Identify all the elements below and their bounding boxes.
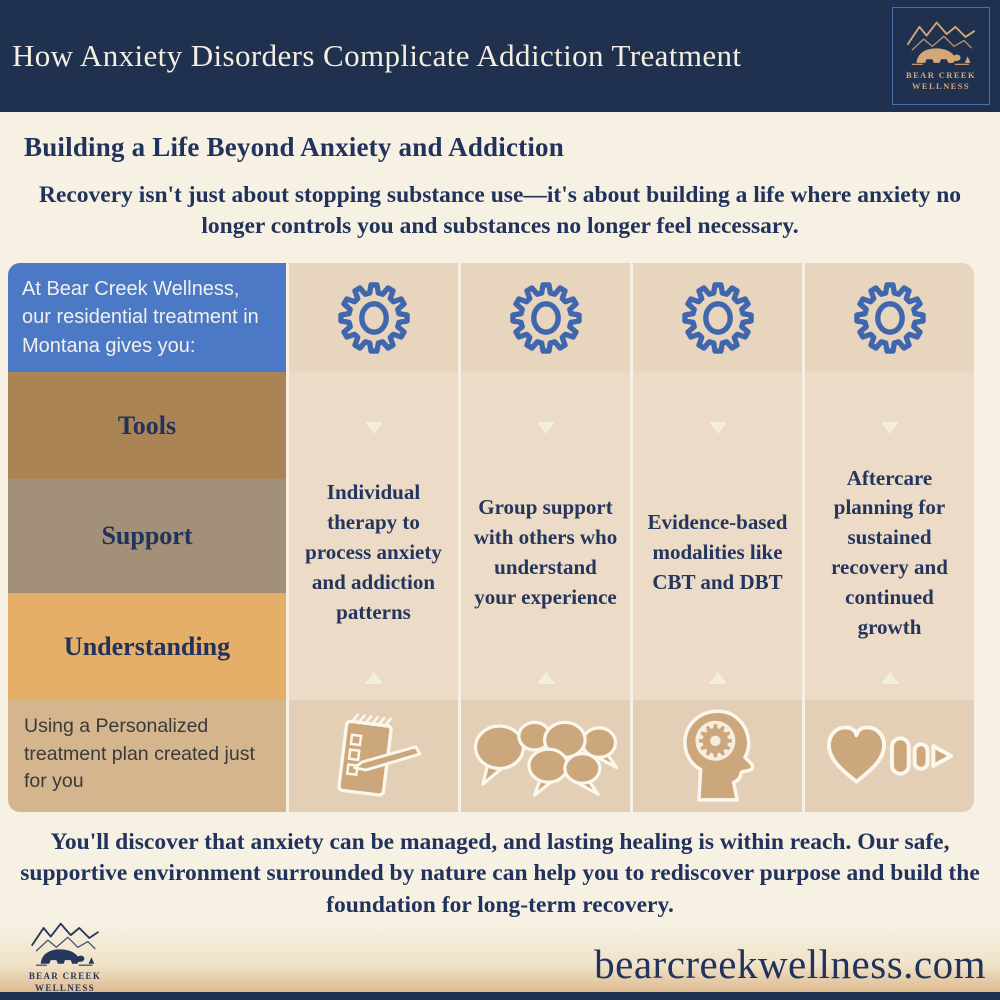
benefit-body: Aftercare planning for sustained recover… (805, 372, 974, 700)
benefit-text: Individual therapy to process anxiety an… (305, 480, 442, 624)
benefits-grid: At Bear Creek Wellness, our residential … (8, 263, 974, 812)
footer-brand-logo-text: BEAR CREEK WELLNESS (28, 970, 102, 993)
row-label-tools: Tools (8, 372, 286, 479)
benefit-body: Group support with others who understand… (461, 372, 630, 700)
grid-method-cell: Using a Personalized treatment plan crea… (8, 700, 286, 812)
up-arrow-icon (364, 672, 383, 684)
footer-navy-strip (0, 992, 1000, 1000)
gear-icon (335, 279, 413, 357)
head-with-gear-icon (682, 709, 754, 802)
gear-header-cell (289, 263, 458, 372)
benefit-icon-cell (633, 700, 802, 812)
down-arrow-icon (364, 422, 383, 434)
gear-header-cell (461, 263, 630, 372)
benefit-icon-cell (461, 700, 630, 812)
bear-mountain-icon (31, 922, 99, 966)
up-arrow-icon (536, 672, 555, 684)
benefit-icon-cell (805, 700, 974, 812)
up-arrow-icon (708, 672, 727, 684)
benefit-column-evidence-based: Evidence-based modalities like CBT and D… (633, 263, 802, 812)
benefit-icon-cell (289, 700, 458, 812)
benefit-column-group-support: Group support with others who understand… (461, 263, 630, 812)
benefit-body: Evidence-based modalities like CBT and D… (633, 372, 802, 700)
intro-paragraph: Recovery isn't just about stopping subst… (38, 182, 962, 240)
grid-intro-cell: At Bear Creek Wellness, our residential … (8, 263, 286, 372)
header-bar: How Anxiety Disorders Complicate Addicti… (0, 0, 1000, 112)
gear-header-cell (633, 263, 802, 372)
gear-header-cell (805, 263, 974, 372)
benefit-text: Aftercare planning for sustained recover… (831, 465, 948, 639)
hearts-trail-icon (826, 725, 953, 784)
gear-icon (679, 279, 757, 357)
page-title: How Anxiety Disorders Complicate Addicti… (12, 38, 742, 73)
notebook-checklist-icon (336, 713, 421, 797)
footer-band: bearcreekwellness.com BEAR CREEK WELLNES… (0, 922, 1000, 1000)
brand-logo-text: BEAR CREEK WELLNESS (906, 70, 976, 92)
benefit-text: Group support with others who understand… (473, 495, 618, 609)
speech-bubbles-icon (473, 720, 618, 797)
brand-logo: BEAR CREEK WELLNESS (892, 7, 990, 105)
up-arrow-icon (880, 672, 899, 684)
benefit-column-aftercare: Aftercare planning for sustained recover… (805, 263, 974, 812)
benefit-body: Individual therapy to process anxiety an… (289, 372, 458, 700)
gear-icon (851, 279, 929, 357)
outro-paragraph: You'll discover that anxiety can be mana… (20, 829, 980, 918)
down-arrow-icon (708, 422, 727, 434)
gear-icon (507, 279, 585, 357)
section-heading: Building a Life Beyond Anxiety and Addic… (24, 132, 564, 162)
lead-column: At Bear Creek Wellness, our residential … (8, 263, 286, 812)
row-label-support: Support (8, 479, 286, 593)
benefit-text: Evidence-based modalities like CBT and D… (647, 510, 788, 594)
benefit-column-individual-therapy: Individual therapy to process anxiety an… (289, 263, 458, 812)
down-arrow-icon (880, 422, 899, 434)
bear-mountain-icon (906, 21, 976, 66)
footer-brand-logo: BEAR CREEK WELLNESS (10, 918, 120, 994)
website-url: bearcreekwellness.com (594, 941, 986, 987)
row-label-understanding: Understanding (8, 593, 286, 700)
down-arrow-icon (536, 422, 555, 434)
